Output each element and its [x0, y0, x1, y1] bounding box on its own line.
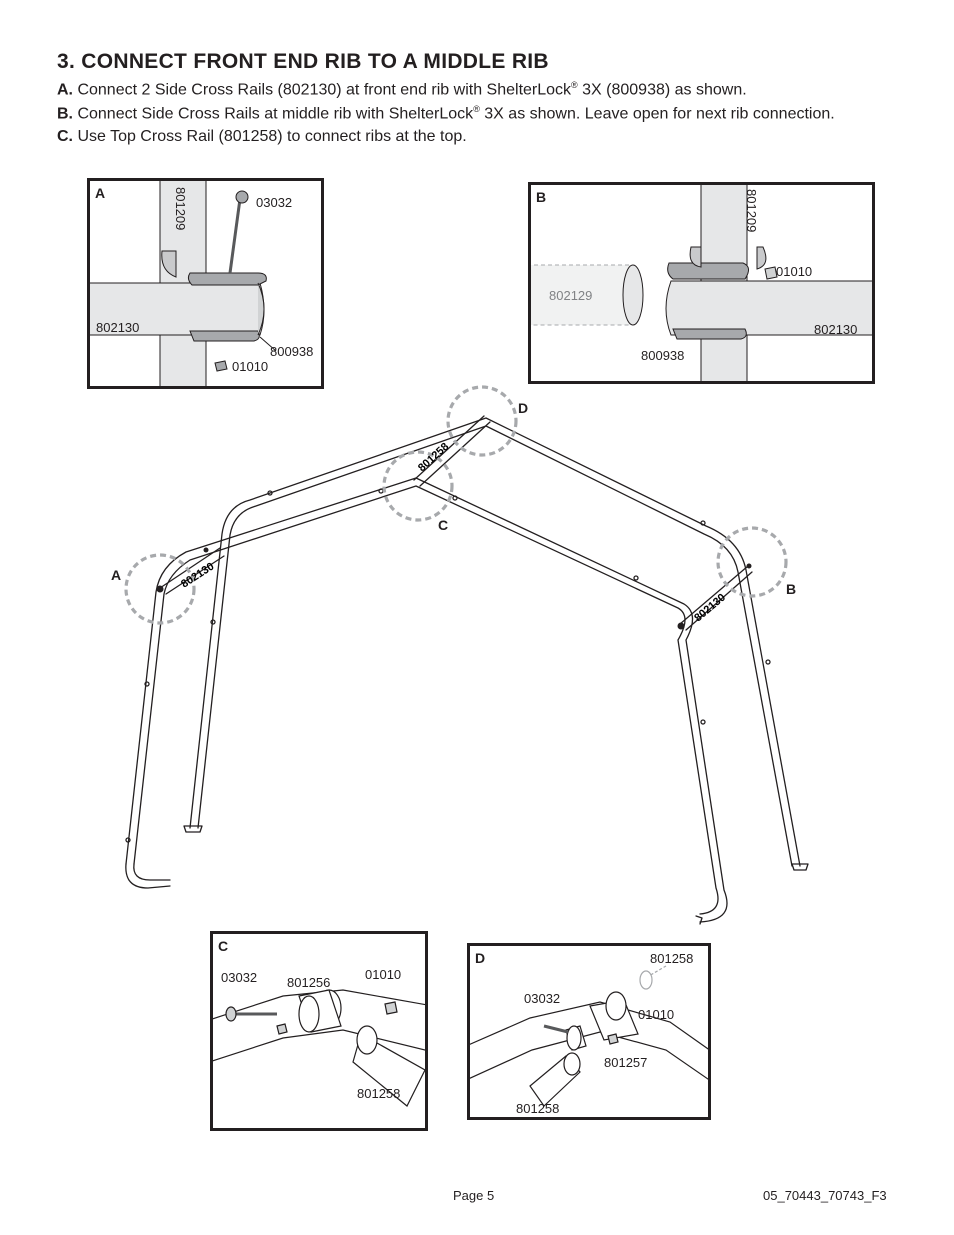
callout-c-label: C — [438, 517, 449, 533]
step-c: C. Use Top Cross Rail (801258) to connec… — [57, 128, 467, 146]
panel-b-part-802130: 802130 — [814, 322, 858, 337]
step-a-registered-mark: ® — [571, 80, 578, 90]
panel-c-drawing — [213, 989, 425, 1107]
side-rail — [665, 280, 872, 336]
panel-c-part-801256: 801256 — [287, 975, 331, 990]
callout-circle-c — [382, 450, 454, 522]
detail-panel-b: B 801209 01010 802129 802130 800938 — [528, 182, 875, 384]
panel-d-part-801257: 801257 — [604, 1055, 648, 1070]
left-side-rail-label: 802130 — [179, 560, 216, 590]
panel-d-part-801258-top: 801258 — [650, 951, 694, 966]
rail-holes — [125, 488, 771, 843]
callout-circle-a — [124, 553, 196, 625]
callout-d-label: D — [518, 400, 529, 416]
panel-a-label: A — [95, 185, 106, 201]
nut — [214, 360, 228, 372]
shelterlock-bottom — [672, 328, 747, 340]
panel-d-drawing — [470, 965, 708, 1107]
panel-b-part-800938: 800938 — [641, 348, 685, 363]
shelterlock-bottom — [189, 330, 260, 342]
panel-a-part-801209: 801209 — [173, 187, 188, 231]
detail-panel-d: D 801258 03032 01010 801257 801258 — [467, 943, 711, 1120]
panel-d-part-801258-bottom: 801258 — [516, 1101, 560, 1116]
step-b-letter: B. — [57, 105, 73, 123]
page-heading: 3. CONNECT FRONT END RIB TO A MIDDLE RIB — [57, 50, 549, 73]
shelterlock-top — [667, 262, 749, 280]
bolt — [543, 1024, 569, 1034]
panel-c-part-03032: 03032 — [221, 970, 258, 985]
callout-b-label: B — [786, 581, 797, 597]
panel-a-drawing — [90, 181, 277, 386]
panel-b-part-01010: 01010 — [776, 264, 813, 279]
panel-c-label: C — [218, 938, 229, 954]
back-rib — [189, 417, 801, 867]
page-number: Page 5 — [453, 1188, 495, 1203]
step-a-text: Connect 2 Side Cross Rails (802130) at f… — [77, 81, 572, 99]
panel-a-part-800938: 800938 — [270, 344, 314, 359]
nut — [607, 1033, 619, 1045]
step-a: A. Connect 2 Side Cross Rails (802130) a… — [57, 80, 747, 99]
nut — [384, 1001, 398, 1015]
step-b-text: Connect Side Cross Rails at middle rib w… — [77, 105, 474, 123]
panel-d-part-01010: 01010 — [638, 1007, 675, 1022]
top-cross-rail — [413, 415, 491, 487]
panel-d-label: D — [475, 950, 486, 966]
step-b: B. Connect Side Cross Rails at middle ri… — [57, 104, 835, 123]
right-side-rail-label: 802130 — [692, 592, 728, 625]
document-code: 05_70443_70743_F3 — [763, 1188, 887, 1203]
panel-b-part-802129: 802129 — [549, 288, 593, 303]
step-c-text: Use Top Cross Rail (801258) to connect r… — [77, 128, 467, 145]
panel-a-part-802130: 802130 — [96, 320, 140, 335]
front-rib — [125, 477, 728, 923]
step-b-registered-mark: ® — [473, 104, 480, 114]
panel-c-part-01010: 01010 — [365, 967, 402, 982]
step-c-letter: C. — [57, 128, 73, 145]
panel-c-part-801258: 801258 — [357, 1086, 401, 1101]
peak-bend — [470, 1001, 708, 1080]
step-a-letter: A. — [57, 81, 73, 99]
callout-circle-b — [716, 526, 788, 598]
step-b-text-end: 3X as shown. Leave open for next rib con… — [479, 105, 835, 123]
panel-d-part-03032: 03032 — [524, 991, 561, 1006]
callout-circle-d — [446, 385, 518, 457]
step-a-text-end: 3X (800938) as shown. — [577, 81, 747, 99]
panel-b-drawing — [531, 185, 872, 381]
panel-a-part-01010: 01010 — [232, 359, 269, 374]
detail-panel-a: A 801209 03032 802130 800938 01010 — [87, 178, 324, 389]
callout-a-label: A — [111, 567, 122, 583]
shelterlock-top — [187, 272, 267, 286]
panel-b-label: B — [536, 189, 547, 205]
panel-b-part-801209: 801209 — [744, 189, 759, 233]
bolt — [228, 198, 242, 274]
panel-a-part-03032: 03032 — [256, 195, 293, 210]
detail-panel-c: C 03032 801256 01010 801258 — [210, 931, 428, 1131]
side-cross-rails — [159, 547, 753, 631]
nut — [764, 266, 778, 280]
